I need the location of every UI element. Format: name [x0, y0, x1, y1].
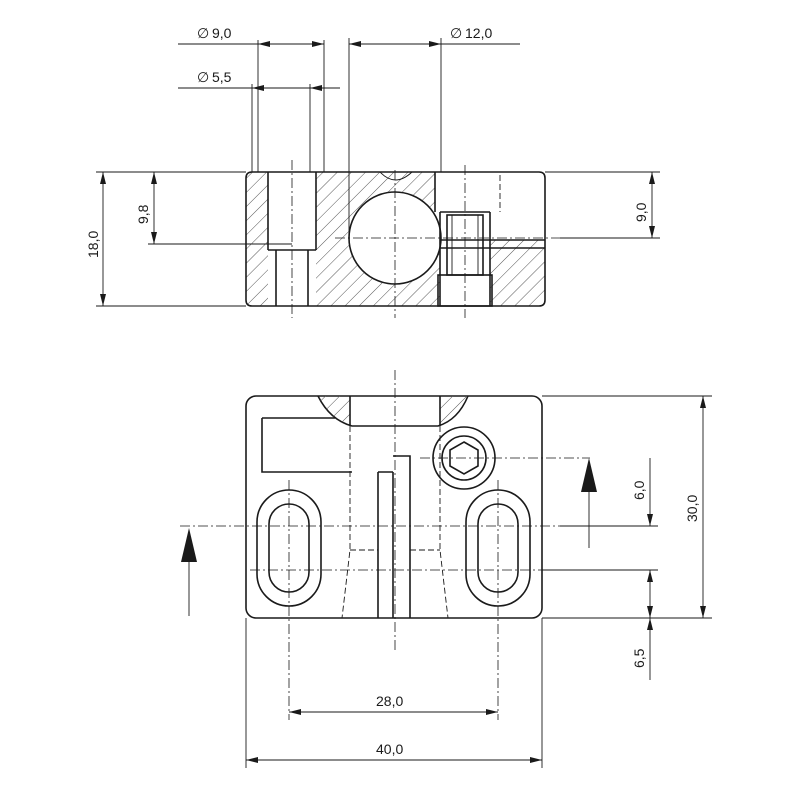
- body-outline: [245, 395, 543, 619]
- arrow: [100, 294, 106, 306]
- dim-height-label: 18,0: [85, 231, 101, 258]
- arrow: [429, 41, 441, 47]
- dim-slot-bottom-label: 6,5: [631, 648, 647, 668]
- arrow: [349, 41, 361, 47]
- screw-counterbore-hidden: [440, 171, 501, 212]
- clamp-slot: [377, 455, 411, 618]
- arrow: [312, 41, 324, 47]
- plan-view: 30,0 6,0 6,5 28,0 40,0: [180, 370, 712, 768]
- arrow: [310, 85, 322, 91]
- bore-chamfer: [379, 171, 413, 181]
- arrow: [289, 709, 301, 715]
- cutout-hatch: [318, 396, 350, 426]
- arrow: [530, 757, 542, 763]
- section-view: ∅ 9,0 ∅ 5,5 ∅ 12,0 18,0 9,8: [85, 25, 660, 318]
- dim-bore-12-label: 12,0: [465, 25, 492, 41]
- arrow: [700, 606, 706, 618]
- dim-slot-top-label: 6,0: [631, 480, 647, 500]
- hex-socket-icon: [449, 441, 479, 475]
- arrow: [647, 514, 653, 526]
- arrow: [151, 232, 157, 244]
- arrow: [649, 226, 655, 238]
- left-pocket: [261, 417, 352, 473]
- dim-bore-9-label: 9,0: [212, 25, 232, 41]
- arrow: [100, 172, 106, 184]
- hidden-bore-right: [439, 426, 449, 619]
- dim-bore-5-label: 5,5: [212, 69, 232, 85]
- arrow: [151, 172, 157, 184]
- arrow: [246, 757, 258, 763]
- arrow: [647, 618, 653, 630]
- dim-width-label: 40,0: [376, 741, 403, 757]
- section-outline: [245, 171, 546, 307]
- dim-bore-9-symbol: ∅: [197, 25, 209, 41]
- dim-bore-5-symbol: ∅: [197, 69, 209, 85]
- arrow: [647, 606, 653, 618]
- cutout-hatch: [440, 396, 468, 426]
- arrow: [700, 396, 706, 408]
- arrow: [258, 41, 270, 47]
- dim-axis-right-label: 9,0: [633, 202, 649, 222]
- dim-axis-left-label: 9,8: [135, 204, 151, 224]
- arrow: [486, 709, 498, 715]
- dim-slot-spacing-label: 28,0: [376, 693, 403, 709]
- dim-depth-label: 30,0: [684, 495, 700, 522]
- arrow: [647, 570, 653, 582]
- right-direction-arrow-icon: [581, 458, 597, 492]
- arrow: [649, 172, 655, 184]
- dim-bore-12-symbol: ∅: [450, 25, 462, 41]
- screw-pocket: [434, 172, 491, 306]
- arrow: [252, 85, 264, 91]
- left-direction-arrow-icon: [181, 528, 197, 562]
- hidden-bore-left: [341, 426, 351, 619]
